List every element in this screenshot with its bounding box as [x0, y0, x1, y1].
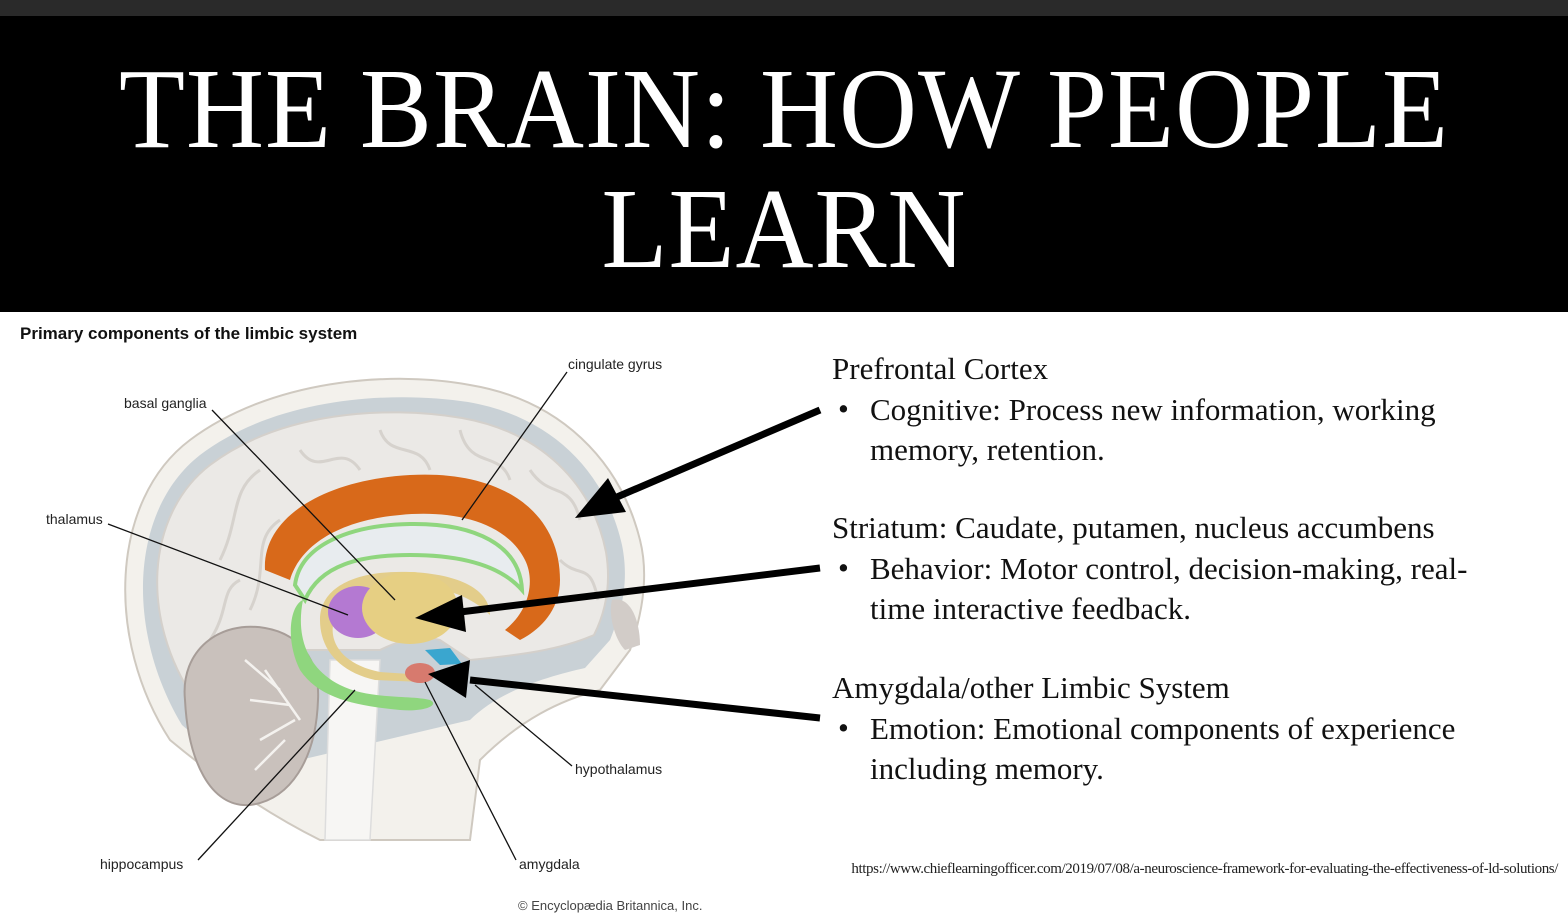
- arrow-amygdala: [428, 660, 821, 722]
- label-hypothalamus: hypothalamus: [575, 761, 663, 777]
- arrow-striatum: [415, 564, 821, 632]
- heading-amygdala-limbic: Amygdala/other Limbic System: [832, 670, 1230, 705]
- slide-title-line-2: LEARN: [601, 166, 967, 293]
- label-basal-ganglia: basal ganglia: [124, 395, 207, 411]
- image-credit: © Encyclopædia Britannica, Inc.: [518, 898, 703, 913]
- figure-title: Primary components of the limbic system: [20, 324, 358, 343]
- bullet-icon: •: [838, 710, 849, 745]
- frontal-sinus: [610, 599, 640, 650]
- hippocampus-shape: [290, 600, 434, 711]
- bullet-icon: •: [838, 391, 849, 426]
- heading-prefrontal-cortex: Prefrontal Cortex: [832, 351, 1049, 386]
- heading-striatum: Striatum: Caudate, putamen, nucleus accu…: [832, 510, 1435, 545]
- cortex-folds: [208, 429, 600, 641]
- label-amygdala: amygdala: [519, 856, 580, 872]
- note-striatum: Behavior: Motor control, decision-making…: [870, 551, 1468, 626]
- cerebellum: [183, 625, 320, 807]
- amygdala-shape: [405, 663, 435, 683]
- note-prefrontal-cortex: Cognitive: Process new information, work…: [870, 392, 1436, 467]
- cingulate-gyrus-shape: [264, 474, 560, 640]
- label-thalamus: thalamus: [46, 511, 103, 527]
- slide-title-line-1: THE BRAIN: HOW PEOPLE: [119, 46, 1449, 173]
- hypothalamus-shape: [425, 648, 462, 665]
- window-top-bar: [0, 0, 1568, 16]
- label-cingulate-gyrus: cingulate gyrus: [568, 356, 663, 372]
- title-banner: THE BRAIN: HOW PEOPLE LEARN: [0, 16, 1568, 312]
- arbor-vitae: [244, 659, 302, 771]
- label-hippocampus: hippocampus: [100, 856, 184, 872]
- leader-lines: [107, 371, 573, 861]
- corpus-callosum: [292, 521, 525, 605]
- source-link[interactable]: https://www.chieflearningofficer.com/201…: [851, 861, 1558, 877]
- note-amygdala-limbic: Emotion: Emotional components of experie…: [870, 711, 1456, 786]
- arrow-prefrontal: [575, 406, 822, 518]
- bullet-icon: •: [838, 550, 849, 585]
